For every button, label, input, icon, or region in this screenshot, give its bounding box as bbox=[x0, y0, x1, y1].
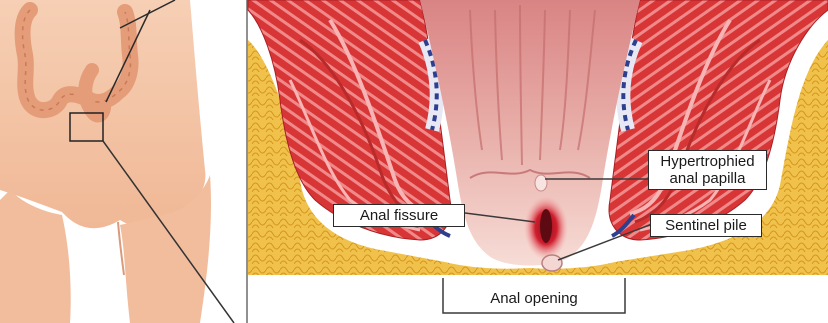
label-line-2: anal papilla bbox=[654, 170, 761, 187]
label-anal-opening: Anal opening bbox=[442, 290, 626, 307]
anal-papilla bbox=[535, 175, 547, 191]
label-anal-fissure: Anal fissure bbox=[333, 204, 465, 227]
label-hypertrophied-papilla: Hypertrophied anal papilla bbox=[648, 150, 767, 190]
sentinel-pile bbox=[542, 255, 562, 271]
label-anal-fissure-text: Anal fissure bbox=[360, 207, 438, 224]
label-line-1: Hypertrophied bbox=[654, 153, 761, 170]
label-sentinel-pile: Sentinel pile bbox=[650, 214, 762, 237]
body-overview bbox=[0, 0, 247, 323]
label-sentinel-pile-text: Sentinel pile bbox=[665, 217, 747, 234]
